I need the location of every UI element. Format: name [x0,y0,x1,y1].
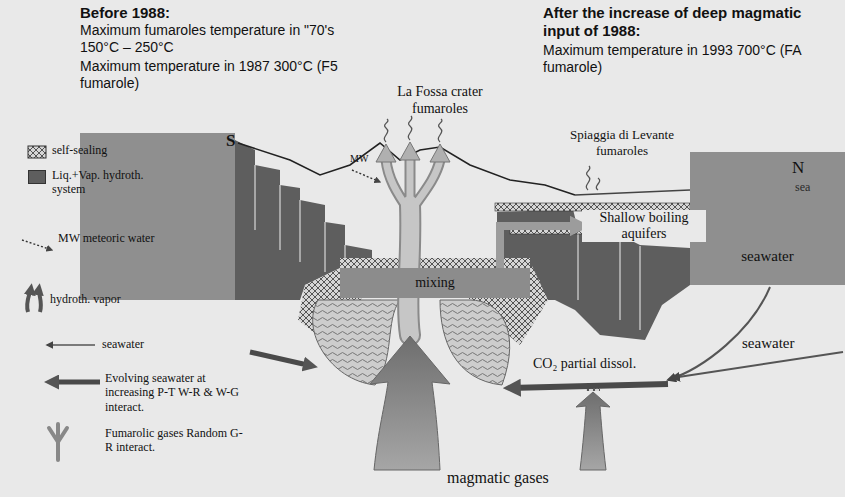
fumarole-arrowheads [376,142,450,162]
fumarole-gas-tree [386,158,440,335]
evolving-seawater-arrow [250,352,312,366]
fumarole-gas-tree [386,158,440,212]
magmatic-gas-arrow [576,392,610,470]
text-label: MW [350,153,368,165]
legend-text: Evolving seawater at increasing P-T W-R … [105,371,245,414]
text-label: After the increase of deep magmatic inpu… [543,4,841,40]
meteoric-water-arrow [352,170,380,182]
legend-text: Fumarolic gases Random G-R interact. [105,426,245,455]
fumarole-arrowheads [430,144,450,162]
text-label: Before 1988: [80,4,350,22]
fault-lines [639,246,640,330]
fumarole-plume [384,116,599,190]
aquifer-band-label: Shallow boiling aquifers [582,206,706,246]
fumarole-plume [438,119,442,142]
fumarole-gas-tree [386,158,440,212]
text-label: Spiaggia di Levante fumaroles [554,127,690,158]
magmatic-gas-arrow [370,336,450,470]
text-label: Maximum fumaroles temperature in "70's 1… [80,22,350,56]
fault-lines [254,165,255,230]
legend-sample-vapor [39,288,41,312]
fumarole-plume [586,166,590,190]
seawater-box: seawater [690,152,845,285]
fault-lines [255,165,345,272]
legend-sample-seawater [47,344,95,346]
fumarole-arrowheads [376,144,396,162]
text-label: seawater [742,334,794,352]
fault-lines [577,230,578,300]
fumarole-plume [596,178,599,190]
seawater-arrow [672,352,843,378]
text-label: sea [795,180,810,194]
legend-sample-vapor [27,288,31,312]
fumarole-plume [408,116,412,140]
vapor-flow-arrow [500,226,582,268]
text-label: La Fossa crater fumaroles [368,84,512,118]
legend-sample-fumarolic [49,424,67,460]
legend-text: seawater [102,337,202,351]
legend-swatch [28,170,46,184]
text-label: Maximum temperature in 1993 700°C (FA fu… [543,42,841,76]
text-label: magmatic gases [447,468,549,487]
node-text: mixing [415,275,455,291]
fault-lines [299,200,300,262]
legend-text: self-sealing [52,143,162,157]
legend-sample-vapor [27,288,41,312]
fumarole-plume [384,119,388,142]
fault-lines [324,222,325,272]
fault-lines [279,185,280,250]
text-label: N [792,158,804,178]
node-text: Shallow boiling aquifers [582,210,706,242]
mixing-zone: mixing [340,268,530,298]
legend-panel [80,133,235,300]
legend-sample-self-sealing [28,146,46,158]
legend-sample-evolving [50,380,100,385]
text-label: S [226,131,235,151]
seawater-lobe [440,300,510,385]
legend-text: hydroth. vapor [50,292,170,306]
node-text: seawater [741,248,793,265]
legend-sample-meteoric [22,240,52,250]
legend-sample-fumarolic [49,424,67,460]
fault-lines [619,236,620,320]
text-label: Maximum temperature in 1987 300°C (F5 fu… [80,58,350,92]
text-label: CO₂ partial dissol. [533,356,636,373]
sea-level [575,190,690,195]
fault-lines [578,230,640,330]
legend-text: Liq.+Vap. hydroth. system [52,168,162,197]
legend-text: MW meteoric water [58,231,158,245]
evolving-seawater-arrow [510,384,668,388]
fumarole-arrowheads [400,142,420,160]
